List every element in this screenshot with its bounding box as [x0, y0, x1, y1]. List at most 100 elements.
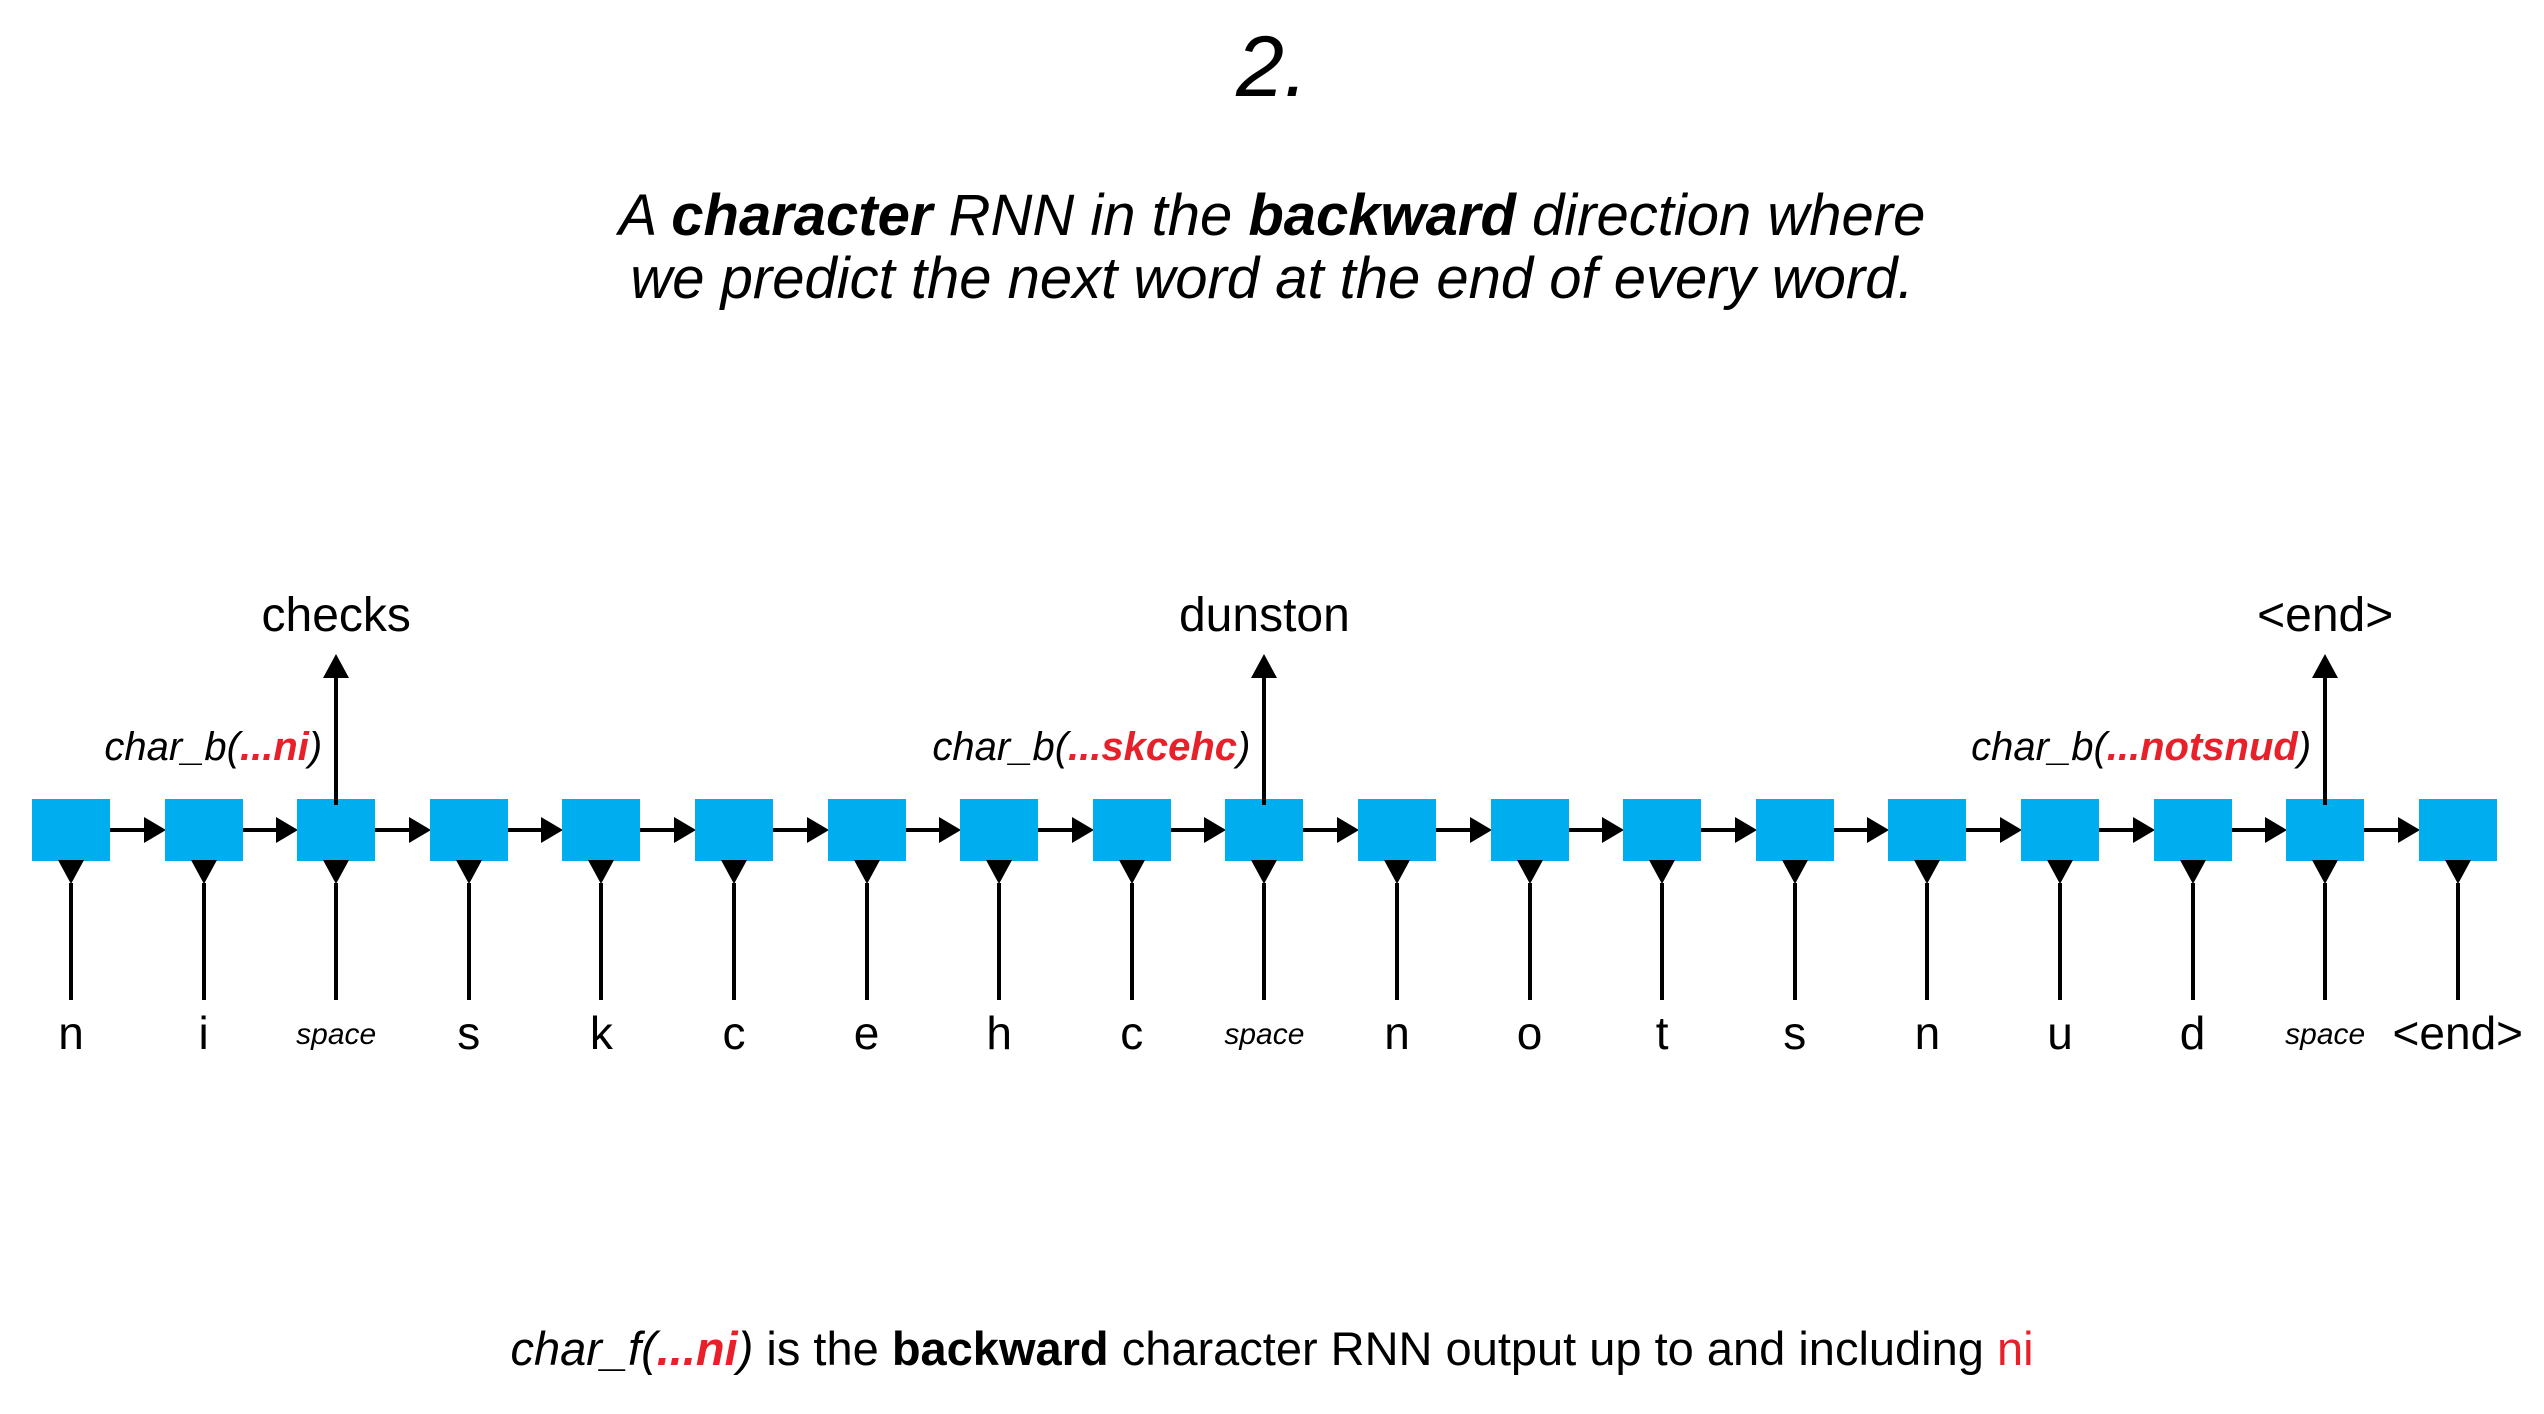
hidden-state-label: char_b(...notsnud) — [1971, 727, 2311, 767]
rnn-cell — [2418, 799, 2497, 861]
subtitle-suffix: direction where — [1515, 183, 1926, 248]
footnote-function-name: char_f( — [510, 1322, 657, 1375]
input-char-label: h — [986, 1007, 1012, 1059]
arrow-head — [853, 860, 880, 884]
state-prefix: char_b( — [104, 725, 240, 769]
input-char-label: space — [2285, 1018, 2366, 1051]
arrow-head — [721, 860, 747, 884]
input-char-label: c — [722, 1007, 746, 1059]
arrow-shaft — [864, 883, 869, 1000]
arrow-shaft — [2099, 828, 2134, 832]
arrow-head — [2444, 860, 2471, 884]
arrow-head — [1734, 817, 1757, 843]
arrow-shaft — [1262, 677, 1267, 805]
rnn-cell — [1092, 799, 1171, 861]
state-suffix: ) — [1237, 725, 1251, 769]
arrow-shaft — [334, 883, 339, 1000]
arrow-shaft — [905, 828, 941, 832]
arrow-head — [323, 654, 350, 678]
arrow-shaft — [1792, 883, 1797, 1000]
footnote-tail-highlight: ni — [1996, 1322, 2034, 1375]
arrow-head — [2312, 860, 2339, 884]
input-char-label: k — [589, 1007, 613, 1059]
arrow-head — [2265, 817, 2288, 843]
subtitle-bold-character: character — [671, 183, 933, 248]
arrow-head — [673, 817, 696, 843]
arrow-shaft — [2455, 883, 2460, 1000]
arrow-head — [1251, 860, 1278, 884]
arrow-shaft — [1129, 883, 1134, 1000]
arrow-shaft — [1527, 883, 1532, 1000]
predicted-word-label: dunston — [1178, 589, 1350, 642]
rnn-cell — [164, 799, 243, 861]
rnn-cell — [1358, 799, 1436, 861]
arrow-shaft — [599, 883, 604, 1000]
arrow-shaft — [2231, 828, 2267, 832]
rnn-cell — [1623, 799, 1702, 861]
arrow-shaft — [1701, 828, 1736, 832]
rnn-cell — [827, 799, 906, 861]
arrow-shaft — [69, 883, 73, 1000]
state-suffix: ) — [308, 725, 323, 769]
state-highlight: ...skcehc — [1068, 725, 1238, 769]
arrow-shaft — [1966, 828, 2001, 832]
footnote-mid1: is the — [753, 1322, 892, 1375]
rnn-cell — [2286, 799, 2365, 861]
arrow-head — [2312, 654, 2339, 678]
state-prefix: char_b( — [1971, 725, 2107, 769]
arrow-shaft — [997, 883, 1002, 1000]
rnn-cell — [1490, 799, 1569, 861]
footnote-function-highlight: ...ni — [656, 1322, 738, 1375]
arrow-head — [408, 817, 431, 843]
arrow-shaft — [2364, 828, 2399, 832]
input-char-label: n — [1384, 1007, 1410, 1059]
arrow-shaft — [110, 828, 145, 832]
rnn-cell — [1225, 799, 1304, 861]
arrow-shaft — [2058, 883, 2062, 1000]
arrow-head — [455, 860, 482, 884]
input-char-label: space — [1224, 1018, 1305, 1051]
arrow-head — [541, 817, 564, 843]
rnn-cell — [562, 799, 641, 861]
arrow-head — [939, 817, 962, 843]
arrow-head — [1602, 817, 1625, 843]
arrow-shaft — [1833, 828, 1869, 832]
input-char-label: d — [2179, 1007, 2206, 1059]
input-char-label: i — [198, 1007, 209, 1059]
input-char-label: o — [1516, 1007, 1543, 1059]
rnn-cell — [960, 799, 1039, 861]
arrow-head — [143, 817, 166, 843]
subtitle-mid: RNN in the — [932, 183, 1249, 248]
arrow-head — [806, 817, 829, 843]
arrow-head — [1469, 817, 1492, 843]
arrow-shaft — [1436, 828, 1471, 832]
input-char-label: n — [58, 1007, 84, 1059]
arrow-shaft — [640, 828, 675, 832]
arrow-shaft — [2323, 883, 2328, 1000]
arrow-shaft — [507, 828, 543, 832]
arrow-shaft — [2190, 883, 2195, 1000]
state-suffix: ) — [2297, 725, 2312, 769]
arrow-shaft — [1262, 883, 1267, 1000]
arrow-head — [190, 860, 217, 884]
input-char-label: n — [1914, 1007, 1941, 1059]
hidden-state-label: char_b(...ni) — [104, 727, 322, 767]
arrow-head — [276, 817, 299, 843]
state-highlight: ...notsnud — [2106, 725, 2298, 769]
input-char-label: u — [2047, 1007, 2073, 1059]
arrow-head — [1914, 860, 1941, 884]
arrow-shaft — [1925, 883, 1930, 1000]
arrow-shaft — [1395, 883, 1399, 1000]
input-char-label: s — [1783, 1007, 1807, 1059]
subtitle-line2: we predict the next word at the end of e… — [630, 245, 1914, 311]
predicted-word-label: checks — [261, 589, 411, 642]
hidden-state-label: char_b(...skcehc) — [932, 727, 1250, 767]
arrow-head — [1251, 654, 1278, 678]
arrow-head — [2132, 817, 2155, 843]
subtitle-bold-backward: backward — [1248, 183, 1516, 248]
footnote-mid2: character RNN output up to and including — [1108, 1322, 1997, 1375]
input-char-label: s — [457, 1007, 481, 1059]
rnn-cell — [2021, 799, 2099, 861]
